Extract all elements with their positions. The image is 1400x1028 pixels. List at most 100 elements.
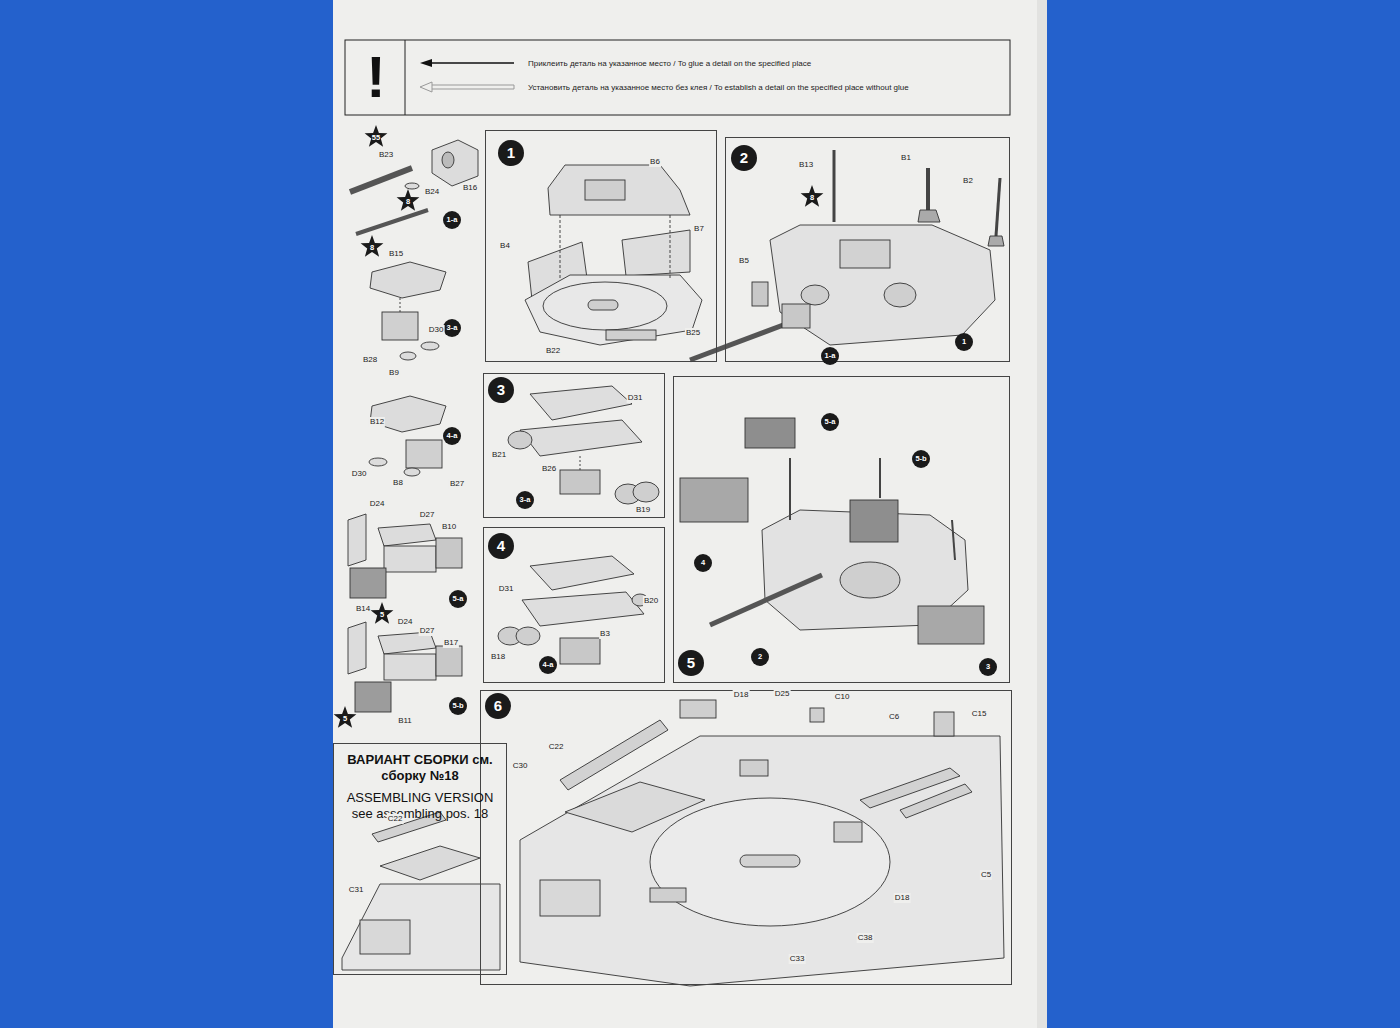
part-number: D27 xyxy=(419,510,436,520)
quantity-star: 8 xyxy=(360,235,384,259)
callout-number: 2 xyxy=(751,648,769,666)
part-number: B6 xyxy=(649,157,661,167)
step-number: 2 xyxy=(731,145,757,171)
part-number: B3 xyxy=(599,629,611,639)
quantity-star: 55 xyxy=(364,125,388,149)
part-number: C15 xyxy=(971,709,988,719)
step-1-drawing-shape xyxy=(548,165,690,215)
part-number: C31 xyxy=(348,885,365,895)
legend-row: Приклеить деталь на указанное место / To… xyxy=(418,56,811,70)
step-2-drawing xyxy=(690,150,1004,360)
part-number: C38 xyxy=(857,933,874,943)
step-2-drawing-shape xyxy=(918,210,940,222)
warning-mark: ! xyxy=(366,47,385,107)
step-5-drawing-shape xyxy=(918,606,984,644)
quantity-star: 8 xyxy=(800,185,824,209)
part-number: B14 xyxy=(355,604,371,614)
callout-number: 5-b xyxy=(912,450,930,468)
quantity-star: 5 xyxy=(333,706,357,730)
part-number: C5 xyxy=(980,870,992,880)
part-drawing-shape xyxy=(405,183,419,189)
callout-number: 5-a xyxy=(821,413,839,431)
step-panel: 5 xyxy=(673,376,1010,683)
variant-drawing xyxy=(342,812,500,970)
variant-drawing-shape xyxy=(342,884,500,970)
part-drawing-shape xyxy=(432,140,478,186)
step-6-drawing xyxy=(520,700,1004,986)
quantity-text: 5 xyxy=(380,610,384,619)
part-number: C33 xyxy=(789,954,806,964)
part-drawing-shape xyxy=(370,262,446,298)
part-number: C30 xyxy=(512,761,529,771)
part-number: C22 xyxy=(548,742,565,752)
part-number: B25 xyxy=(685,328,701,338)
step-2-drawing-shape xyxy=(884,283,916,307)
step-2-drawing-shape xyxy=(782,304,810,328)
quantity-text: 8 xyxy=(370,243,374,252)
part-number: B24 xyxy=(424,187,440,197)
part-number: C22 xyxy=(387,814,404,824)
step-6-drawing-shape xyxy=(650,798,890,926)
part-number: D25 xyxy=(774,689,791,699)
part-number: B7 xyxy=(693,224,705,234)
part-number: D24 xyxy=(369,499,386,509)
part-drawing-shape xyxy=(436,538,462,568)
part-number: D31 xyxy=(627,393,644,403)
step-panel: 4 xyxy=(483,527,665,683)
star-shape xyxy=(371,602,394,624)
part-drawing-shape xyxy=(421,342,439,350)
part-drawing xyxy=(348,140,478,712)
callout-number: 4-a xyxy=(443,427,461,445)
step-3-drawing-shape xyxy=(520,420,642,456)
step-6-drawing-shape xyxy=(934,712,954,736)
step-2-drawing-shape xyxy=(801,285,829,305)
step-1-drawing-shape xyxy=(622,230,690,276)
step-3-drawing-shape xyxy=(633,482,659,502)
step-1-drawing-shape xyxy=(525,275,702,345)
step-3-drawing xyxy=(508,386,659,504)
callout-number: 1 xyxy=(955,333,973,351)
star-shape xyxy=(397,189,420,211)
step-6-drawing-shape xyxy=(560,720,668,790)
callout-number: 4 xyxy=(694,554,712,572)
step-number: 4 xyxy=(488,533,514,559)
part-drawing-shape xyxy=(384,654,436,680)
no-glue-arrow xyxy=(418,80,516,94)
variant-drawing-shape xyxy=(380,846,480,880)
paper-sheet xyxy=(333,0,1047,1028)
arrow-shaft xyxy=(428,62,514,64)
quantity-text: 8 xyxy=(810,193,814,202)
legend-frame-shape xyxy=(405,40,406,115)
part-number: B2 xyxy=(962,176,974,186)
callout-number: 3-a xyxy=(516,491,534,509)
step-2-drawing-shape xyxy=(770,225,995,345)
callout-number: 1-a xyxy=(821,347,839,365)
step-2-drawing-shape xyxy=(833,150,836,222)
part-number: B28 xyxy=(362,355,378,365)
part-drawing-shape xyxy=(406,440,442,468)
part-number: D27 xyxy=(419,626,436,636)
part-number: B11 xyxy=(397,716,413,726)
callout-number: 1-a xyxy=(443,211,461,229)
variant-box: ВАРИАНТ СБОРКИ см. сборку №18ASSEMBLING … xyxy=(333,743,507,975)
part-number: B9 xyxy=(388,368,400,378)
part-number: D31 xyxy=(498,584,515,594)
star-shape xyxy=(801,185,824,207)
part-drawing-shape xyxy=(348,622,366,674)
part-number: B23 xyxy=(378,150,394,160)
star-shape xyxy=(334,706,357,728)
part-drawing-shape xyxy=(400,352,416,360)
step-6-drawing-shape xyxy=(565,782,705,832)
step-panel: 2 xyxy=(725,137,1010,362)
part-number: B18 xyxy=(490,652,506,662)
step-1-drawing-shape xyxy=(606,330,656,340)
legend-frame-shape xyxy=(345,40,1010,115)
step-5-drawing-shape xyxy=(879,458,881,498)
quantity-text: 55 xyxy=(372,133,380,142)
part-drawing-shape xyxy=(356,210,428,234)
part-number: B16 xyxy=(462,183,478,193)
part-drawing-shape xyxy=(355,682,391,712)
part-number: B10 xyxy=(441,522,457,532)
callout-number: 3 xyxy=(979,658,997,676)
